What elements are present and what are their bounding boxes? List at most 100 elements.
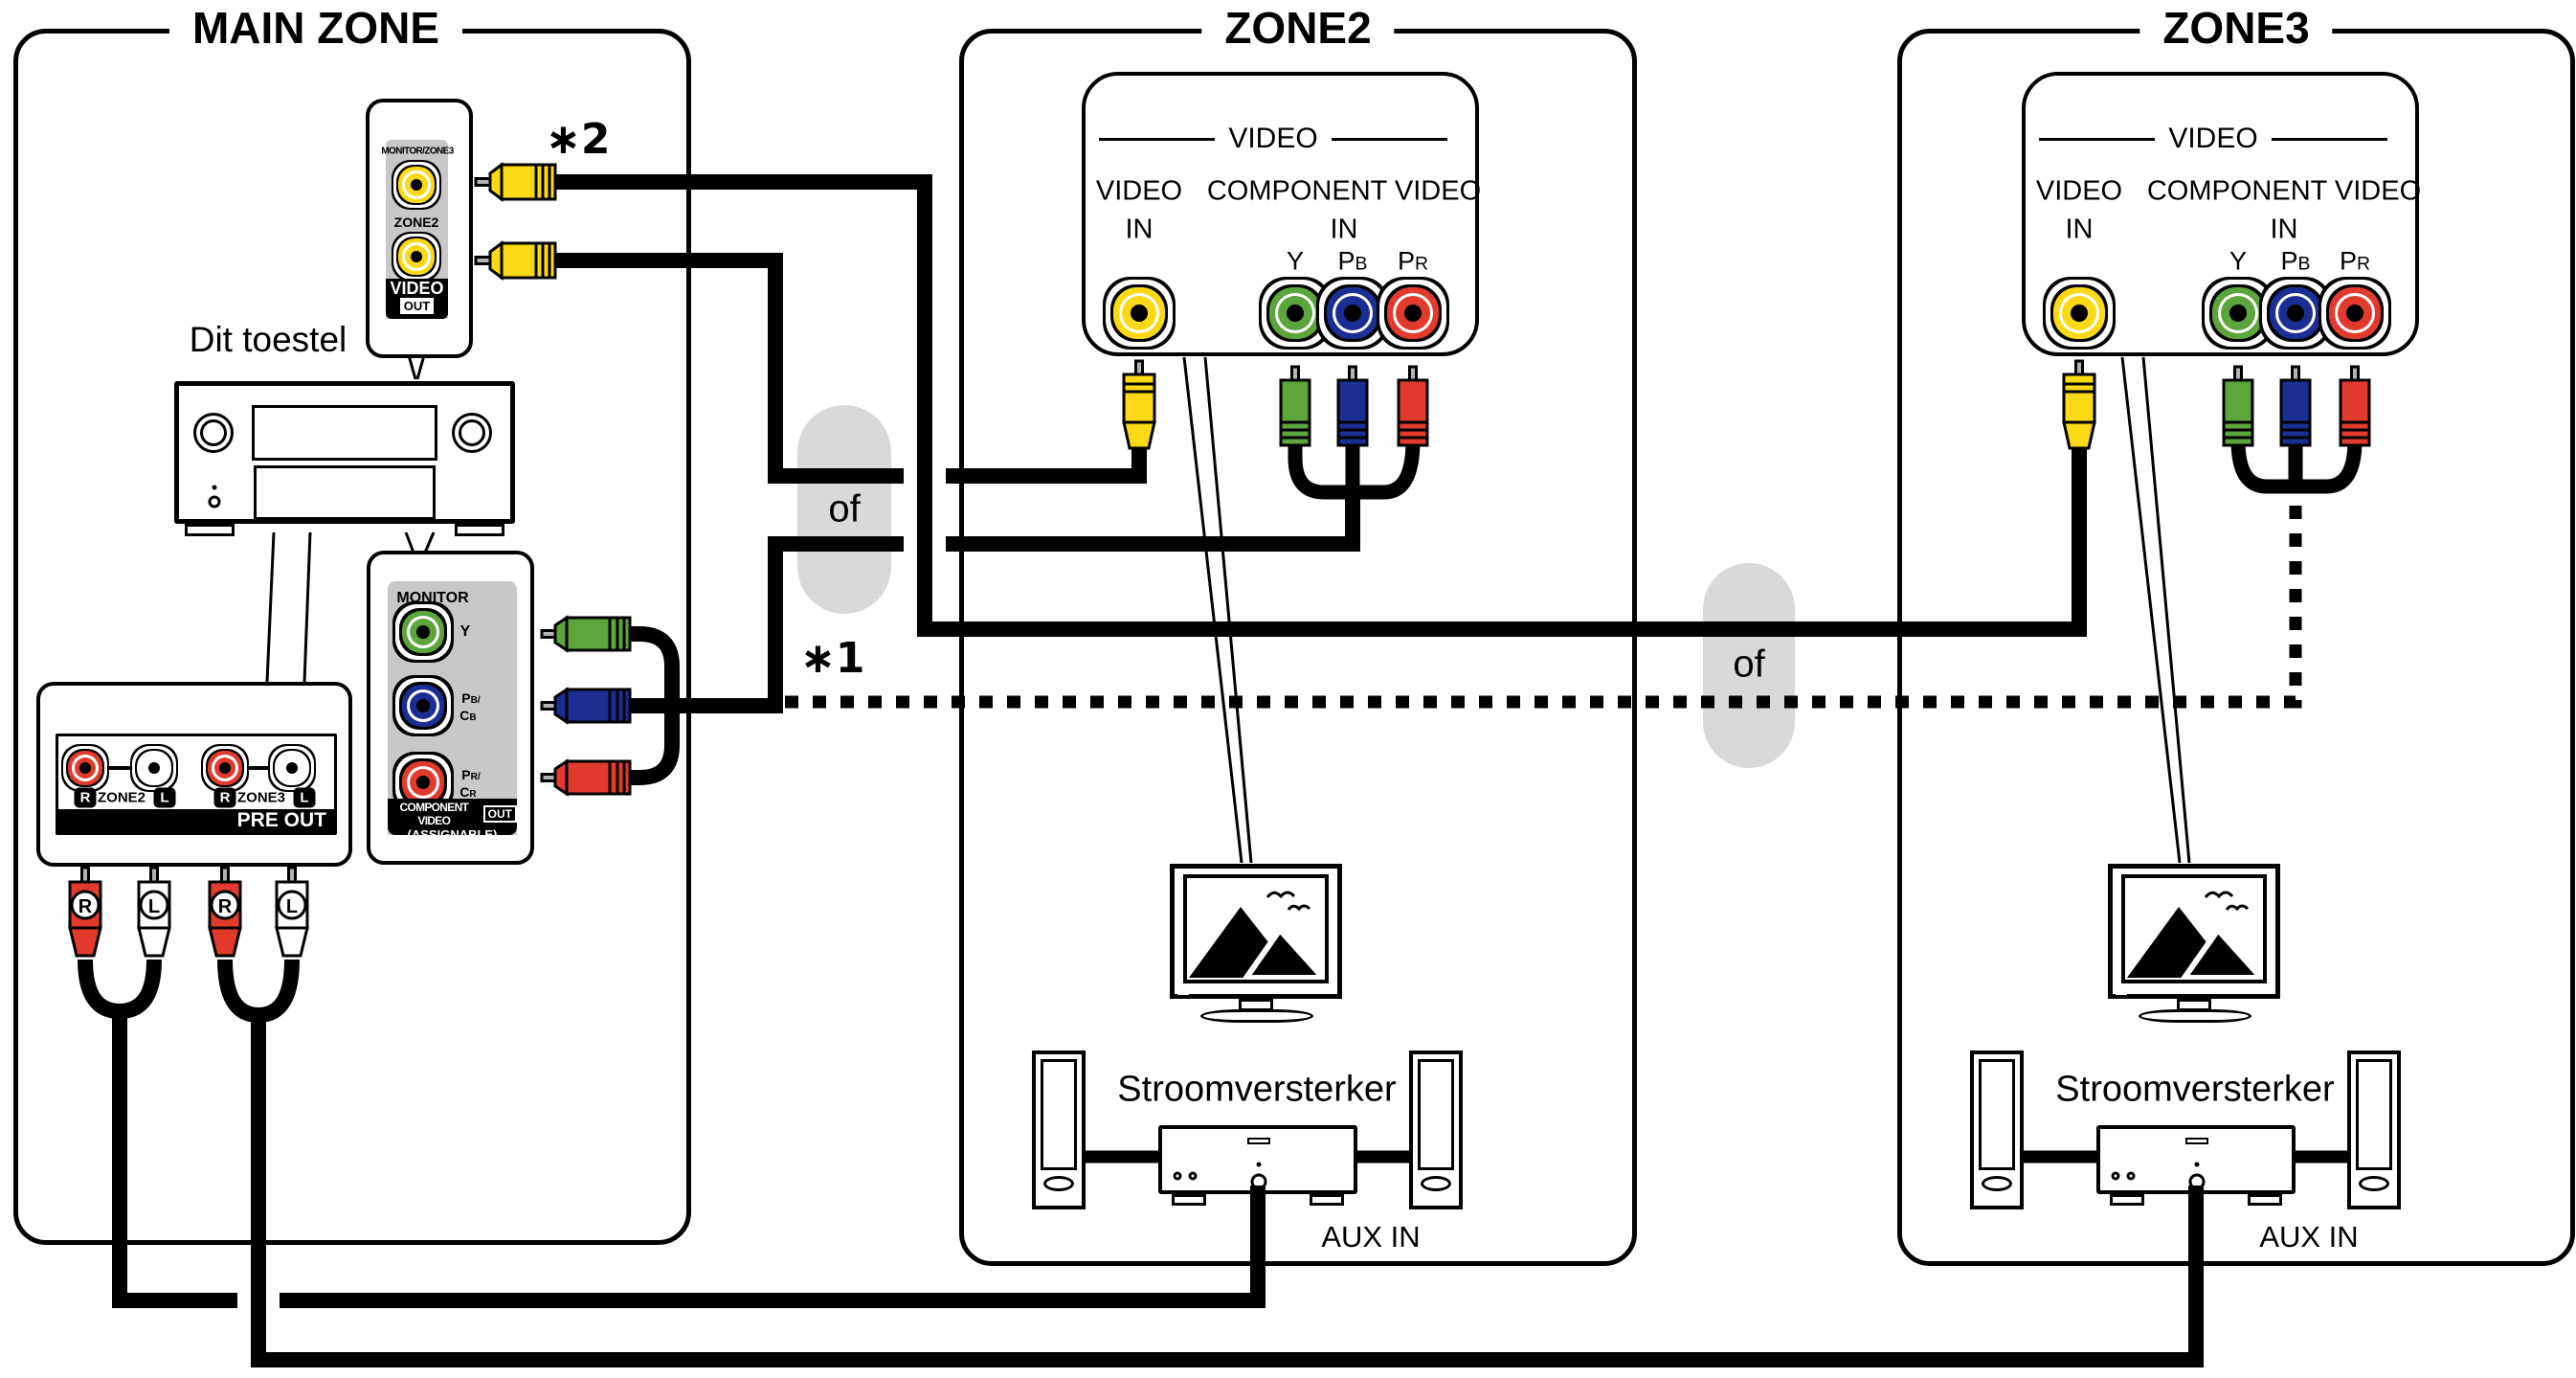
zone2-amp-label: Stroomversterker: [1117, 1069, 1397, 1110]
zone3-video-header-text: VIDEO: [2168, 123, 2258, 154]
pre-out-zone2-l-badge: L: [153, 787, 176, 808]
zone2-tv-base: [1200, 1009, 1313, 1023]
speaker-port: [1982, 1176, 2012, 1191]
zone3-component-label2: IN: [2270, 214, 2298, 245]
zone2-amp-foot-right: [1310, 1194, 1344, 1206]
zone2-tv-screen: [1183, 874, 1330, 983]
zone2-amp-slot: [1247, 1138, 1270, 1144]
video-out-footer-text: VIDEO: [390, 279, 444, 298]
pre-out-zone3-label: ZONE3: [236, 789, 286, 806]
note-star1: ∗1: [800, 634, 865, 683]
zone3-pb-label: PB: [2280, 246, 2311, 276]
speaker-panel: [2356, 1059, 2392, 1170]
component-out-panel: [388, 581, 517, 835]
receiver-left-knob-inner: [200, 419, 227, 446]
zone2-tv-picture: [1189, 891, 1330, 981]
zone3-video-in-label2: IN: [2065, 214, 2094, 245]
zone3-amp-foot-right: [2248, 1194, 2282, 1206]
speaker-port: [1043, 1176, 1074, 1191]
header-rule-right: [2271, 137, 2388, 141]
zone2-y-label: Y: [1286, 246, 1305, 276]
zone3-tv-picture: [2127, 891, 2268, 981]
video-out-top-jack-label: MONITOR/ZONE3: [381, 146, 454, 157]
component-out-header: MONITOR: [396, 590, 469, 606]
speaker-panel: [1979, 1059, 2015, 1170]
speaker-panel: [1418, 1059, 1454, 1170]
main-zone-box: [13, 29, 691, 1245]
receiver-display: [252, 405, 437, 461]
pre-out-zone3-link: [225, 766, 292, 770]
component-out-y-label: Y: [459, 623, 471, 640]
receiver-foot-left: [185, 524, 235, 536]
zone2-video-header-text: VIDEO: [1228, 123, 1318, 154]
zone2-video-in-jack: [1131, 305, 1148, 322]
zone3-amp-switch2: [2126, 1171, 2136, 1181]
zone3-video-panel-header: VIDEO: [2039, 123, 2388, 154]
zone2-component-label1: COMPONENT VIDEO: [1206, 175, 1482, 207]
zone2-pr-jack: [1404, 305, 1422, 322]
zone3-amp-slot: [2185, 1138, 2208, 1144]
zone3-tv-base: [2139, 1009, 2251, 1023]
component-out-cb-label: CB: [459, 708, 477, 723]
pre-out-zone2-r-badge: R: [74, 787, 97, 808]
zone2-amp-switch2: [1188, 1171, 1198, 1181]
component-out-footer-out: OUT: [482, 805, 517, 823]
component-out-pb-label: PB/: [461, 690, 481, 706]
component-out-footer-sub: (ASSIGNABLE): [407, 827, 498, 842]
video-out-zone2-jack: [411, 251, 422, 262]
video-out-monitor-zone3-jack: [411, 179, 422, 191]
component-out-footer-text: COMPONENT VIDEO: [399, 801, 469, 827]
zone3-amp-foot-left: [2110, 1194, 2144, 1206]
or-label-zone2: of: [828, 487, 861, 531]
or-label-zone3: of: [1733, 643, 1765, 686]
pre-out-zone2-label: ZONE2: [97, 789, 146, 806]
zone3-amp-led: [2194, 1162, 2200, 1167]
component-out-pr-jack: [416, 776, 430, 789]
main-zone-title: MAIN ZONE: [168, 2, 463, 54]
pre-out-zone3-l-badge: L: [293, 787, 316, 808]
zone3-tv-screen: [2121, 874, 2268, 983]
header-rule-left: [1099, 137, 1216, 141]
zone2-video-in-label2: IN: [1125, 214, 1154, 245]
zone3-amp-knob: [2188, 1173, 2206, 1190]
receiver-foot-right: [455, 524, 504, 536]
zone2-pr-label: PR: [1397, 246, 1429, 276]
header-rule-left: [2039, 137, 2156, 141]
speaker-port: [1421, 1176, 1451, 1191]
zone2-amp-switch1: [1173, 1171, 1182, 1181]
receiver-power-button: [208, 495, 221, 508]
zone3-amp-label: Stroomversterker: [2055, 1069, 2335, 1110]
zone3-title: ZONE3: [2139, 2, 2333, 54]
pre-out-zone2-link: [85, 766, 154, 770]
pre-out-zone2-l-jack: [148, 762, 160, 774]
device-label: Dit toestel: [189, 320, 347, 359]
pre-out-zone3-l-jack: [286, 762, 298, 774]
zone2-amp-led: [1256, 1162, 1262, 1167]
component-out-cr-label: CR: [459, 784, 477, 800]
receiver-led: [212, 485, 217, 490]
pre-out-bar: PRE OUT: [58, 809, 334, 832]
zone3-tv-indicator: [2116, 988, 2127, 995]
zone3-pr-label: PR: [2339, 246, 2371, 276]
zone3-pr-jack: [2346, 305, 2363, 322]
component-out-pb-jack: [416, 699, 430, 712]
zone2-amp-foot-left: [1172, 1194, 1206, 1206]
component-out-footer: COMPONENT VIDEO OUT (ASSIGNABLE): [388, 799, 517, 842]
speaker-panel: [1041, 1059, 1077, 1170]
zone2-y-jack: [1287, 305, 1304, 322]
zone2-tv-indicator: [1177, 988, 1189, 995]
zone2-video-panel-header: VIDEO: [1099, 123, 1448, 154]
pre-out-zone2-r-jack: [79, 762, 91, 774]
zone2-pb-label: PB: [1337, 246, 1368, 276]
zone2-title: ZONE2: [1201, 2, 1395, 54]
pre-out-zone3-r-jack: [219, 762, 231, 774]
header-rule-right: [1331, 137, 1448, 141]
note-star2: ∗2: [546, 115, 611, 164]
zone3-y-jack: [2229, 305, 2247, 322]
video-out-zone2-label: ZONE2: [393, 215, 439, 230]
speaker-port: [2359, 1176, 2389, 1191]
receiver-door: [254, 465, 436, 520]
zone2-pb-jack: [1344, 305, 1361, 322]
component-out-pr-label: PR/: [461, 767, 481, 782]
video-out-footer-out: OUT: [399, 298, 435, 314]
